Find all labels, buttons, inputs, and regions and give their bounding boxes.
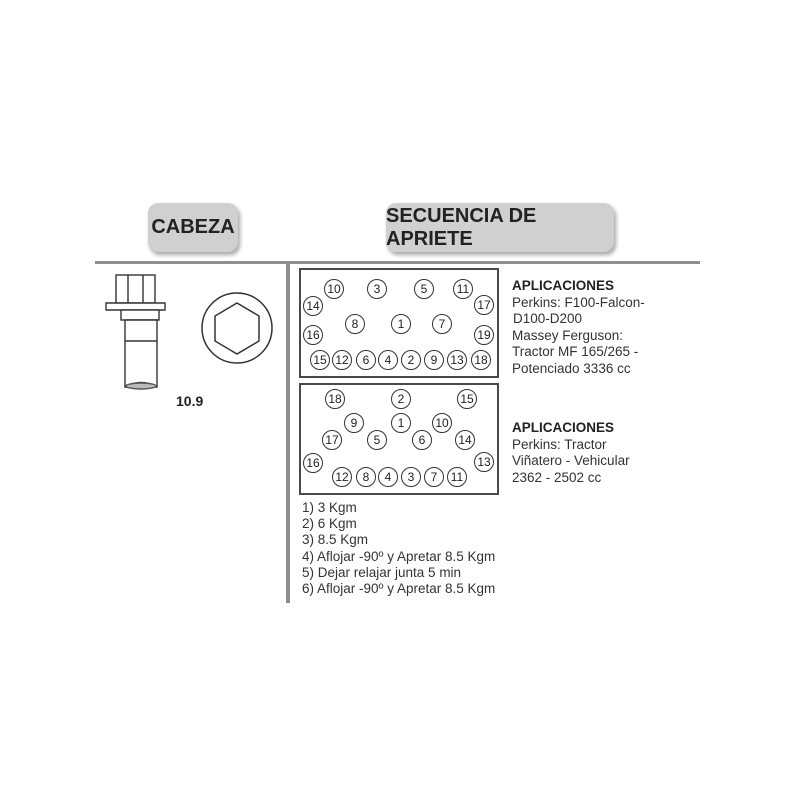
bolt-marker: 16 — [303, 325, 323, 345]
bolt-marker: 17 — [474, 295, 494, 315]
bolt-marker: 8 — [345, 314, 365, 334]
bolt-grade-label: 10.9 — [176, 393, 204, 409]
bolt-marker: 12 — [332, 350, 352, 370]
secuencia-header: SECUENCIA DE APRIETE — [386, 203, 614, 252]
bolt-marker: 14 — [455, 430, 475, 450]
bolt-marker: 9 — [424, 350, 444, 370]
bolt-top-icon — [201, 292, 273, 364]
cabeza-header: CABEZA — [148, 203, 238, 252]
bolt-marker: 16 — [303, 453, 323, 473]
step-item: 2) 6 Kgm — [302, 516, 357, 532]
application-line: D100-D200 — [513, 311, 583, 326]
application-line: Massey Ferguson: — [512, 327, 624, 343]
bolt-marker: 1 — [391, 413, 411, 433]
step-item: 4) Aflojar -90º y Apretar 8.5 Kgm — [302, 548, 496, 564]
applications-title: APLICACIONES — [512, 278, 615, 293]
bolt-marker: 5 — [367, 430, 387, 450]
bolt-marker: 15 — [310, 350, 330, 370]
horizontal-divider — [95, 261, 700, 264]
bolt-marker: 15 — [457, 389, 477, 409]
step-item: 6) Aflojar -90º y Apretar 8.5 Kgm — [302, 581, 496, 597]
tightening-diagram-2: 18 2 15 9 1 10 17 5 6 14 16 13 12 8 4 3 … — [299, 383, 499, 495]
application-line: Viñatero - Vehicular — [512, 453, 630, 468]
bolt-marker: 4 — [378, 350, 398, 370]
bolt-marker: 6 — [412, 430, 432, 450]
bolt-marker: 13 — [474, 452, 494, 472]
step-item: 5) Dejar relajar junta 5 min — [302, 564, 462, 580]
bolt-marker: 12 — [332, 467, 352, 487]
step-item: 1) 3 Kgm — [302, 500, 357, 515]
bolt-marker: 10 — [432, 413, 452, 433]
bolt-marker: 7 — [432, 314, 452, 334]
bolt-marker: 3 — [367, 279, 387, 299]
applications-block-2: APLICACIONES Perkins: Tractor Viñatero -… — [512, 420, 630, 486]
bolt-marker: 11 — [453, 279, 473, 299]
bolt-marker: 6 — [356, 350, 376, 370]
bolt-marker: 1 — [391, 314, 411, 334]
application-line: Perkins: F100-Falcon- — [512, 294, 645, 310]
step-item: 3) 8.5 Kgm — [302, 532, 369, 548]
bolt-marker: 18 — [325, 389, 345, 409]
bolt-marker: 4 — [378, 467, 398, 487]
application-line: Potenciado 3336 cc — [512, 360, 631, 376]
applications-block-1: APLICACIONES Perkins: F100-Falcon- D100-… — [512, 278, 645, 377]
bolt-marker: 14 — [303, 296, 323, 316]
tightening-diagram-1: 10 3 5 11 14 17 16 8 1 7 19 15 12 6 4 2 … — [299, 268, 499, 378]
application-line: Tractor MF 165/265 - — [512, 344, 639, 359]
bolt-marker: 2 — [391, 389, 411, 409]
bolt-marker: 13 — [447, 350, 467, 370]
bolt-side-icon — [105, 274, 166, 390]
bolt-marker: 11 — [447, 467, 467, 487]
bolt-marker: 18 — [471, 350, 491, 370]
bolt-marker: 7 — [424, 467, 444, 487]
vertical-divider — [286, 263, 290, 603]
bolt-marker: 19 — [474, 325, 494, 345]
bolt-marker: 5 — [414, 279, 434, 299]
bolt-marker: 8 — [356, 467, 376, 487]
tightening-steps: 1) 3 Kgm 2) 6 Kgm 3) 8.5 Kgm 4) Aflojar … — [302, 500, 495, 597]
applications-title: APLICACIONES — [512, 420, 615, 435]
application-line: 2362 - 2502 cc — [512, 469, 602, 485]
bolt-marker: 10 — [324, 279, 344, 299]
bolt-marker: 3 — [401, 467, 421, 487]
bolt-marker: 17 — [322, 430, 342, 450]
bolt-marker: 9 — [344, 413, 364, 433]
bolt-marker: 2 — [401, 350, 421, 370]
application-line: Perkins: Tractor — [512, 436, 607, 452]
